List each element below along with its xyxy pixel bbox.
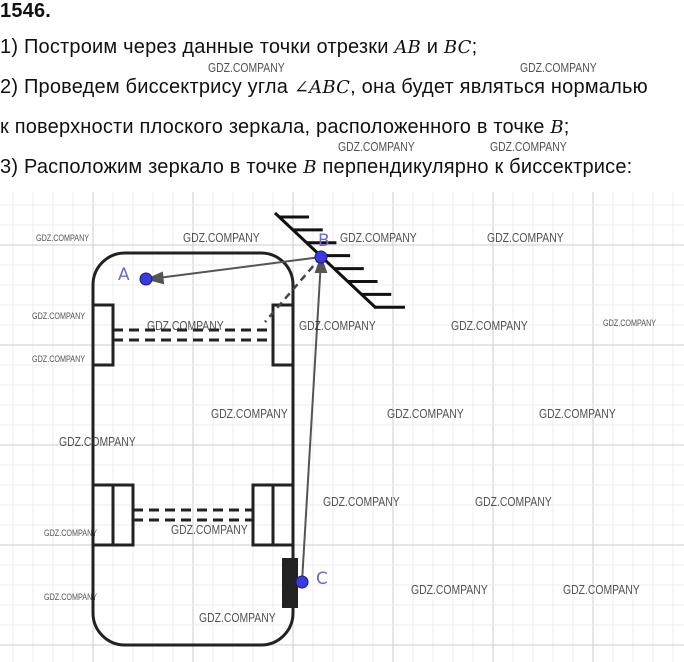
watermark: GDZ.COMPANY <box>323 494 400 509</box>
watermark: GDZ.COMPANY <box>59 434 136 449</box>
step-text: ; <box>563 116 570 138</box>
watermark: GDZ.COMPANY <box>183 230 260 245</box>
bisector <box>264 256 322 323</box>
watermark: GDZ.COMPANY <box>475 494 552 509</box>
watermark: GDZ.COMPANY <box>44 528 98 538</box>
step-text: 1) Построим через данные точки отрезки <box>0 36 395 58</box>
watermark: GDZ.COMPANY <box>36 233 90 243</box>
rays <box>144 255 328 583</box>
point-b <box>314 250 328 264</box>
watermark: GDZ.COMPANY <box>32 311 86 321</box>
watermark: GDZ.COMPANY <box>299 318 376 333</box>
label-b: B <box>318 231 330 251</box>
math: AB <box>394 37 421 58</box>
watermark: GDZ.COMPANY <box>451 318 528 333</box>
driver-block <box>282 558 298 608</box>
watermark: GDZ.COMPANY <box>411 582 488 597</box>
watermark: GDZ.COMPANY <box>208 60 285 75</box>
step-2: 2) Проведем биссектрису угла ∠ABC, она б… <box>0 76 648 99</box>
axles <box>113 328 273 522</box>
watermark: GDZ.COMPANY <box>520 60 597 75</box>
point-c <box>295 575 309 589</box>
step-text: перпендикулярно к биссектрисе: <box>316 156 633 178</box>
step-text: 2) Проведем биссектрису угла <box>0 76 294 98</box>
point-a <box>139 272 153 286</box>
math: B <box>303 157 317 178</box>
watermark: GDZ.COMPANY <box>199 610 276 625</box>
step-text: ; <box>471 36 478 58</box>
watermark: GDZ.COMPANY <box>563 582 640 597</box>
label-a: A <box>118 265 130 285</box>
math: B <box>550 117 564 138</box>
step-3: 3) Расположим зеркало в точке B перпенди… <box>0 156 632 179</box>
car-outline <box>91 251 295 647</box>
step-text: 3) Расположим зеркало в точке <box>0 156 304 178</box>
step-text: , она будет являться нормалью <box>350 76 648 98</box>
watermark: GDZ.COMPANY <box>340 230 417 245</box>
watermark: GDZ.COMPANY <box>603 318 657 328</box>
math: ∠ABC <box>293 77 351 98</box>
watermark: GDZ.COMPANY <box>211 406 288 421</box>
watermark: GDZ.COMPANY <box>539 406 616 421</box>
step-text: к поверхности плоского зеркала, располож… <box>0 116 551 138</box>
watermark: GDZ.COMPANY <box>32 354 86 364</box>
step-text: и <box>421 36 444 58</box>
watermark: GDZ.COMPANY <box>338 139 415 154</box>
watermark: GDZ.COMPANY <box>44 592 98 602</box>
math: BC <box>443 37 472 58</box>
watermark: GDZ.COMPANY <box>147 318 224 333</box>
watermark: GDZ.COMPANY <box>387 406 464 421</box>
watermark: GDZ.COMPANY <box>171 522 248 537</box>
step-2-cont: к поверхности плоского зеркала, располож… <box>0 116 570 139</box>
step-1: 1) Построим через данные точки отрезки A… <box>0 36 477 59</box>
front-left-wheel <box>91 303 115 367</box>
watermark: GDZ.COMPANY <box>487 230 564 245</box>
watermark: GDZ.COMPANY <box>490 139 567 154</box>
front-right-wheel <box>271 303 295 367</box>
label-c: C <box>316 569 328 589</box>
problem-number: 1546. <box>0 0 52 22</box>
